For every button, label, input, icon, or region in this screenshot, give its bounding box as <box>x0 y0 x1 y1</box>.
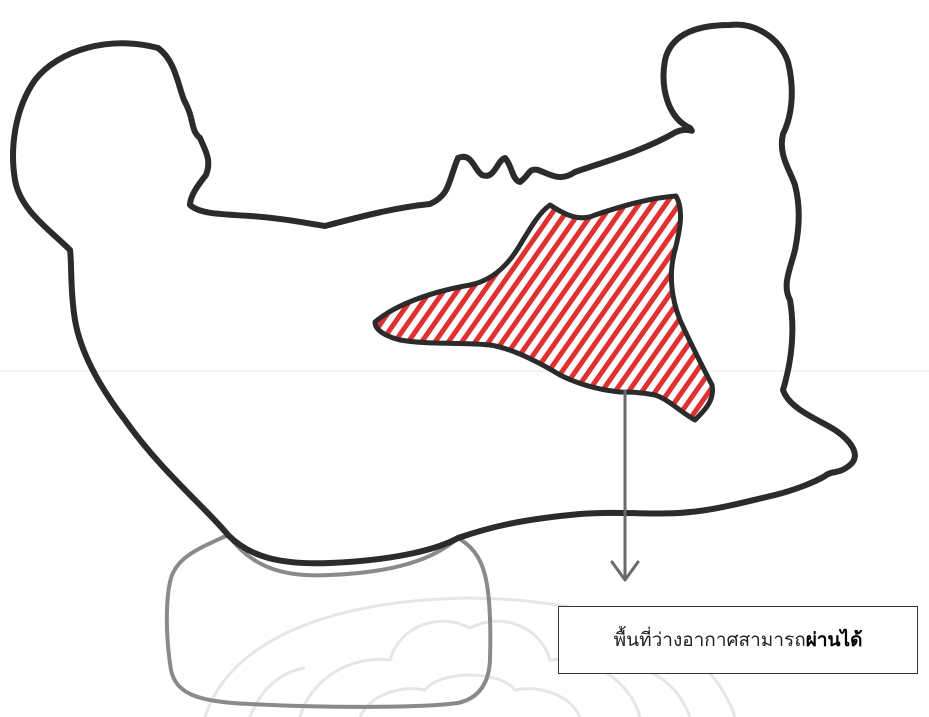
air-space-hatched-region <box>375 196 713 420</box>
air-space-callout-box: พื้นที่ว่างอากาศสามารถผ่านได้ <box>558 606 918 674</box>
callout-text-plain: พื้นที่ว่างอากาศสามารถ <box>614 629 806 651</box>
callout-text-emphasis: ผ่านได้ <box>806 629 863 651</box>
callout-label: พื้นที่ว่างอากาศสามารถผ่านได้ <box>614 625 863 655</box>
arrow-down-icon <box>612 390 638 580</box>
